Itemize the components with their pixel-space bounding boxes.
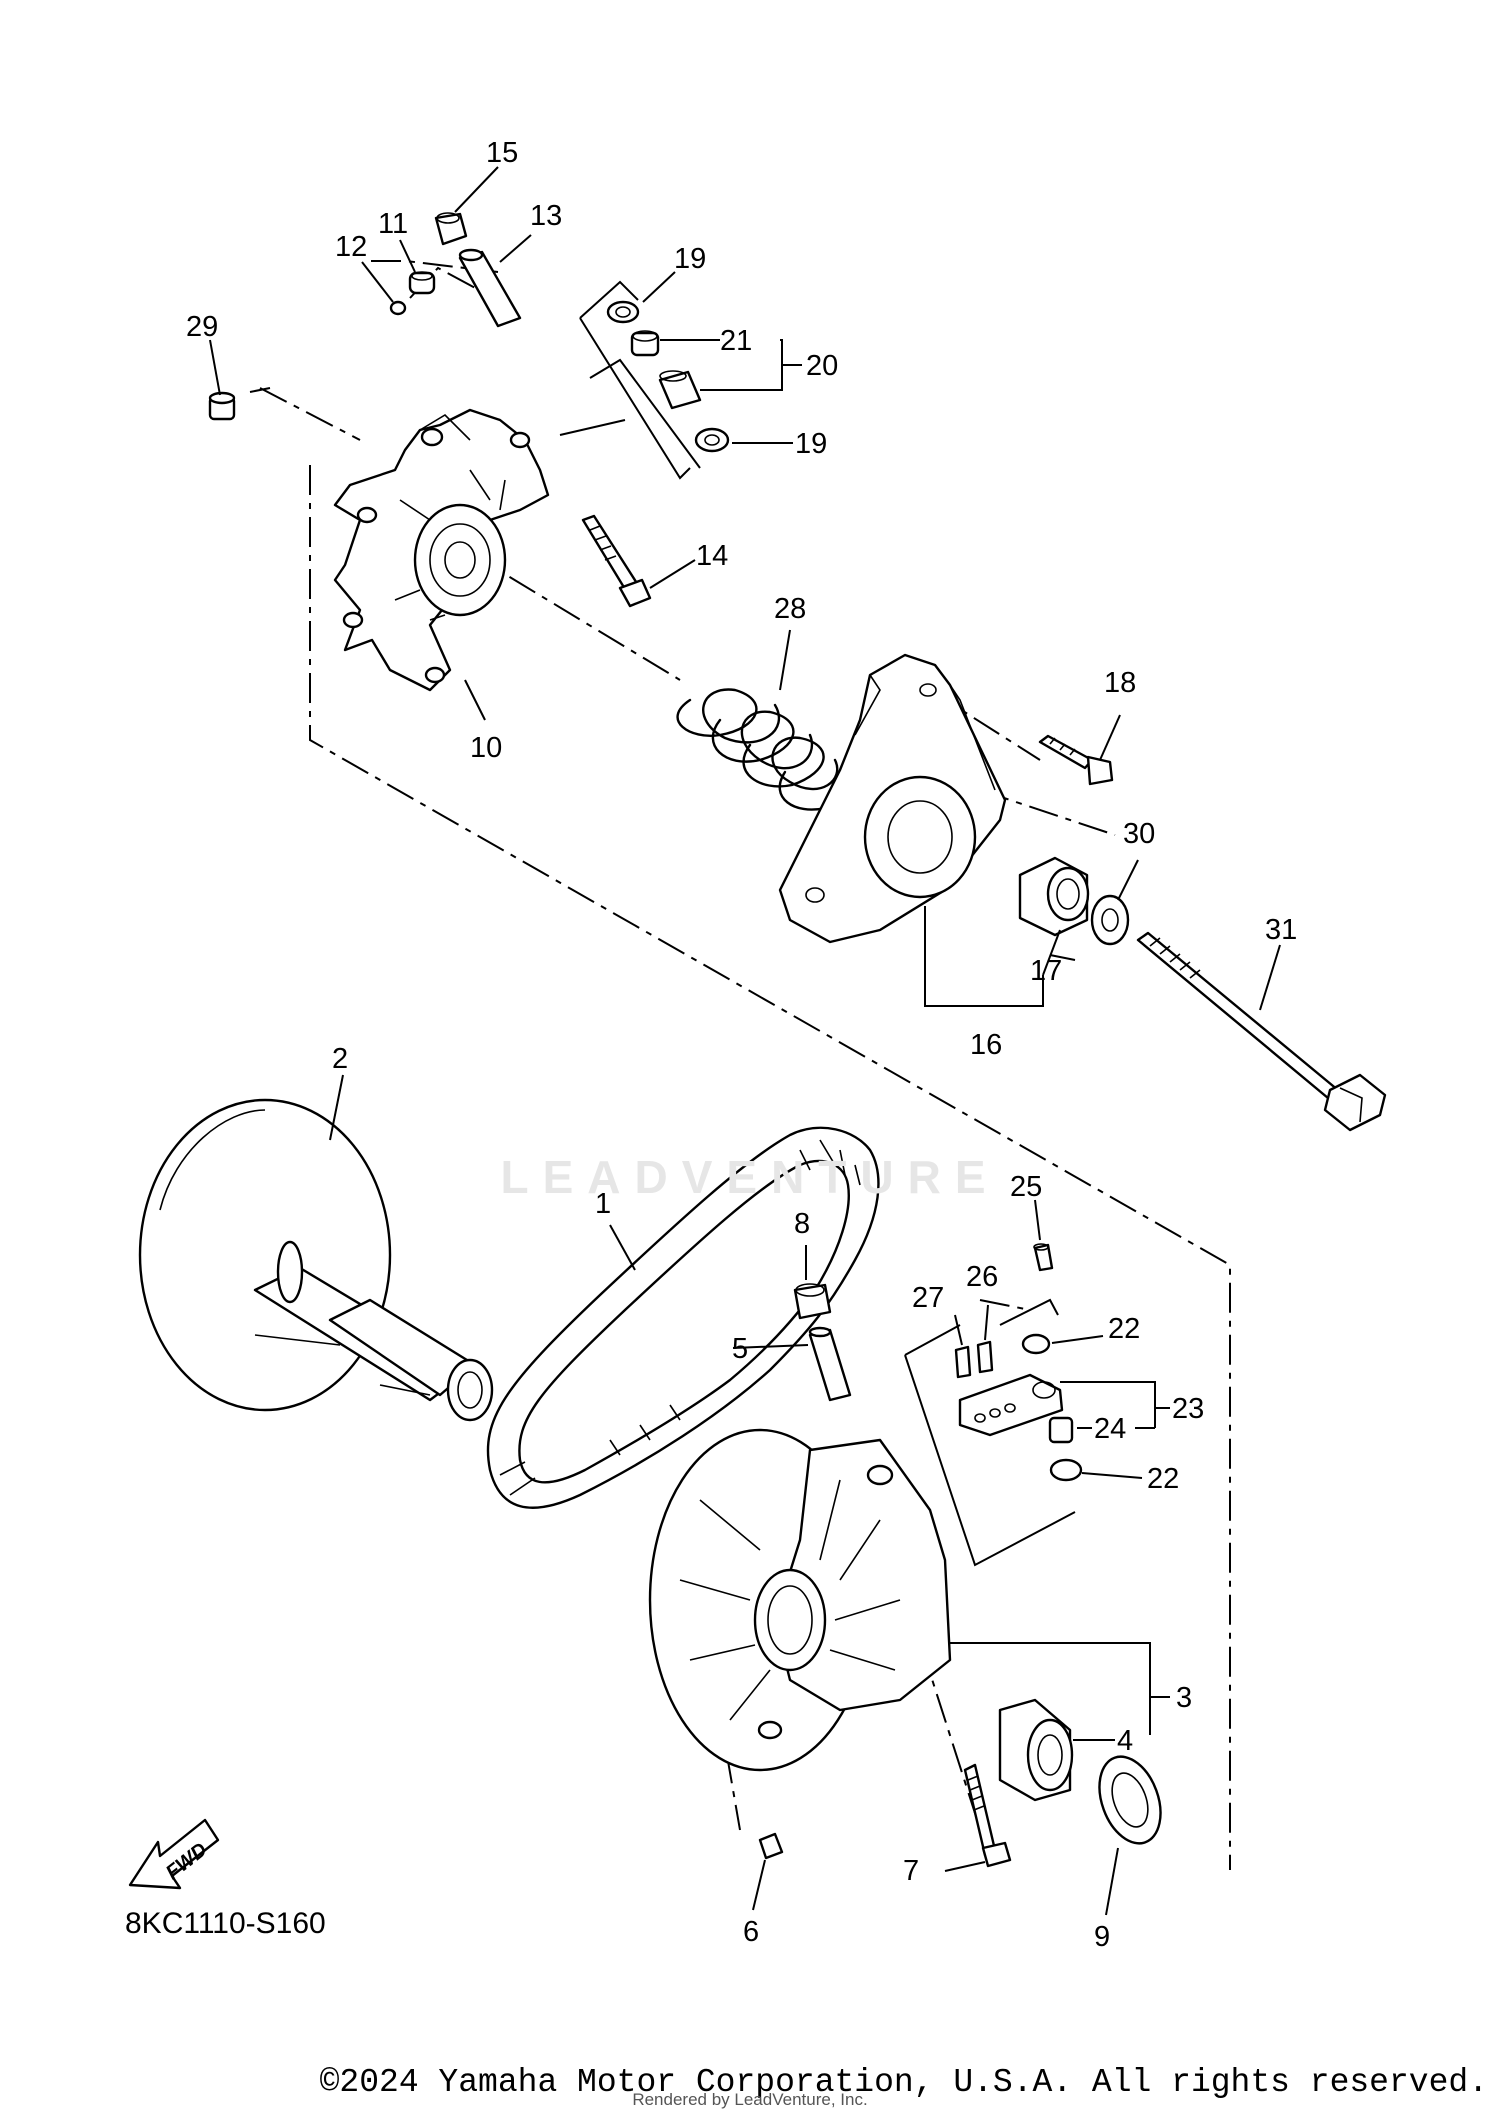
leader-lines	[209, 166, 1281, 1916]
label-31: 31	[1265, 914, 1297, 946]
washer-part-30	[1090, 894, 1130, 946]
pin-part-5	[808, 1326, 852, 1402]
label-22-lower: 22	[1147, 1463, 1179, 1495]
bracket-group-19-21	[559, 280, 701, 480]
collar-part-11	[408, 271, 436, 295]
bolt-part-7	[963, 1763, 1012, 1868]
label-19-lower: 19	[795, 428, 827, 460]
label-23: 23	[1172, 1393, 1204, 1425]
label-2: 2	[332, 1043, 348, 1075]
label-8: 8	[794, 1208, 810, 1240]
v-belt-part-1	[486, 1126, 880, 1509]
label-3: 3	[1176, 1682, 1192, 1714]
rendered-by-text: Rendered by LeadVenture, Inc.	[632, 2090, 868, 2109]
weight-part-23	[958, 1373, 1064, 1437]
label-15: 15	[486, 137, 518, 169]
label-12: 12	[335, 231, 367, 263]
label-10: 10	[470, 732, 502, 764]
label-9: 9	[1094, 1921, 1110, 1953]
bushing-part-17	[1018, 856, 1090, 937]
label-27: 27	[912, 1282, 944, 1314]
label-25: 25	[1010, 1171, 1042, 1203]
label-29: 29	[186, 311, 218, 343]
collar-part-8	[793, 1283, 832, 1320]
seal-part-9	[1098, 1755, 1162, 1845]
collar-part-24	[1048, 1416, 1074, 1444]
spider-part-10	[333, 408, 550, 692]
copyright-line: ©2024 Yamaha Motor Corporation, U.S.A. A…	[0, 2064, 1500, 2101]
label-4: 4	[1117, 1725, 1133, 1757]
label-1: 1	[595, 1188, 611, 1220]
bearing-part-4	[998, 1698, 1074, 1802]
bolt-part-31	[1136, 931, 1387, 1132]
movable-sheave-part-3	[648, 1428, 1151, 1772]
plug-part-6	[758, 1832, 784, 1860]
label-19-upper: 19	[674, 243, 706, 275]
label-22-upper: 22	[1108, 1313, 1140, 1345]
pin-part-13	[458, 248, 522, 328]
spring-part-28	[676, 688, 839, 811]
copyright-text: ©2024 Yamaha Motor Corporation, U.S.A. A…	[319, 2064, 1488, 2101]
label-30: 30	[1123, 818, 1155, 850]
screw-part-26	[976, 1340, 994, 1374]
label-13: 13	[530, 200, 562, 232]
washer-part-19-lower	[694, 427, 730, 453]
bolt-part-18	[1038, 734, 1114, 786]
label-28: 28	[774, 593, 806, 625]
label-5: 5	[732, 1333, 748, 1365]
screw-part-25	[1033, 1243, 1054, 1272]
label-14: 14	[696, 540, 728, 572]
cover-part-16	[778, 653, 1044, 1007]
fwd-arrow-icon: FWD	[128, 1818, 220, 1890]
collar-part-21	[630, 330, 660, 357]
oring-part-12	[389, 300, 407, 316]
label-11: 11	[378, 208, 408, 240]
bolt-part-14	[581, 514, 652, 608]
nut-part-15	[434, 212, 468, 246]
label-26: 26	[966, 1261, 998, 1293]
screw-part-27	[954, 1345, 972, 1379]
watermark-text: LEADVENTURE	[500, 1151, 1000, 1203]
label-24: 24	[1094, 1413, 1126, 1445]
label-6: 6	[743, 1916, 759, 1948]
label-20: 20	[806, 350, 838, 382]
label-18: 18	[1104, 667, 1136, 699]
fixed-sheave-part-2	[138, 1098, 494, 1422]
washer-part-22-upper	[1021, 1333, 1051, 1355]
cap-part-29	[208, 387, 271, 421]
label-16: 16	[970, 1029, 1002, 1061]
part-number-labels: 15 13 11 12 29 19 21 20 19 14 28 10 18 3…	[186, 137, 1297, 1953]
roller-part-20	[658, 370, 702, 410]
bracket-group-23-27	[904, 1298, 1076, 1567]
washer-part-19-upper	[606, 300, 640, 324]
label-21: 21	[720, 325, 752, 357]
diagram-code: 8KC1110-S160	[125, 1907, 326, 1940]
label-17: 17	[1030, 955, 1062, 987]
label-7: 7	[903, 1855, 919, 1887]
washer-part-22-lower	[1049, 1458, 1083, 1482]
